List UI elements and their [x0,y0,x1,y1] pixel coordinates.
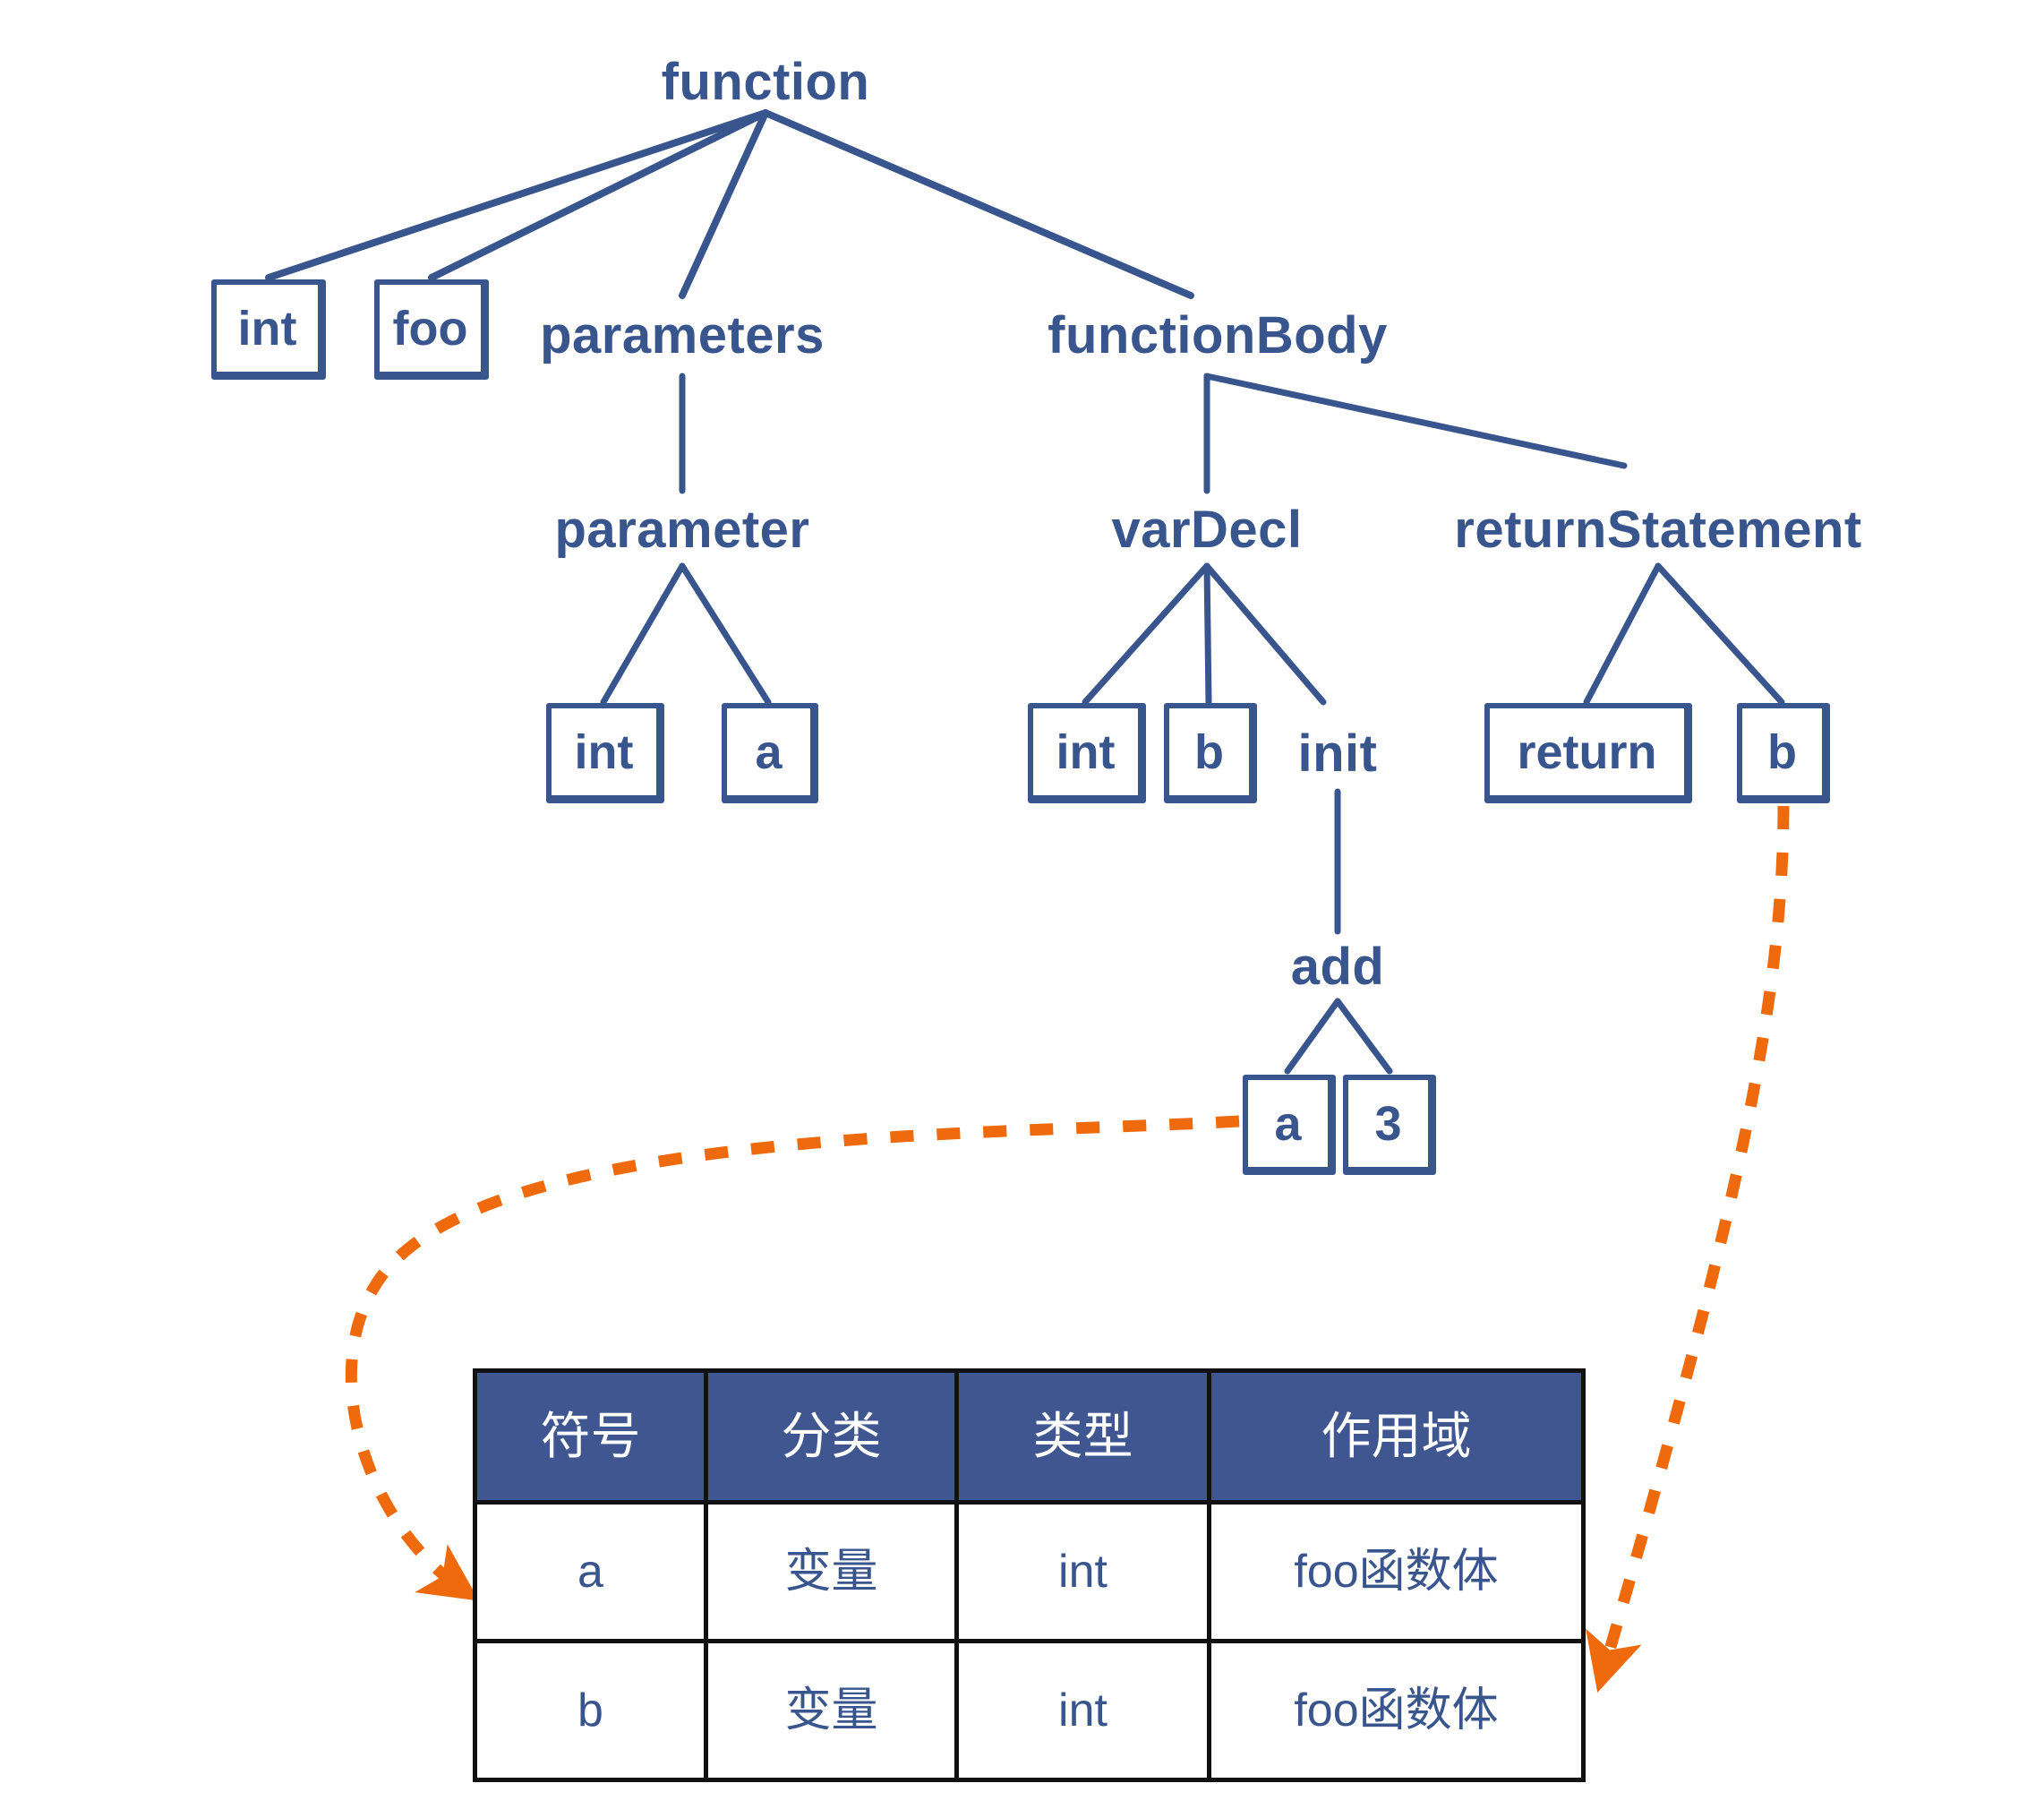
token-box-foo[interactable]: foo [374,279,489,380]
cell-category: 变量 [704,1639,959,1782]
column-header-type: 类型 [954,1368,1211,1505]
token-box-add-a[interactable]: a [1243,1075,1336,1175]
column-header-category: 分类 [704,1368,959,1505]
token-box-param-a[interactable]: a [722,703,818,803]
tree-edge-group [265,109,1194,299]
cell-symbol: b [473,1639,708,1782]
tree-node-add[interactable]: add [1290,938,1385,996]
cell-symbol: a [473,1500,708,1643]
symbol-table-row-b[interactable]: b 变量 int foo函数体 [473,1639,1586,1782]
reference-arrow-b [1586,805,1790,1693]
tree-edge-group-3 [600,562,1785,1075]
cell-type: int [954,1500,1211,1643]
token-box-add-3[interactable]: 3 [1343,1075,1436,1175]
symbol-table: 符号 分类 类型 作用域 a 变量 int foo函数体 b 变量 int fo… [473,1368,1586,1782]
token-box-var-b[interactable]: b [1164,703,1257,803]
tree-node-parameter[interactable]: parameter [554,501,810,559]
column-header-scope: 作用域 [1207,1368,1586,1505]
token-box-int-type[interactable]: int [211,279,326,380]
cell-scope: foo函数体 [1207,1639,1586,1782]
tree-edge-group-2 [679,373,1628,494]
tree-node-var-decl[interactable]: varDecl [1111,501,1303,559]
cell-type: int [954,1639,1211,1782]
column-header-symbol: 符号 [473,1368,708,1505]
token-box-param-int[interactable]: int [546,703,664,803]
tree-node-function-body[interactable]: functionBody [1048,306,1388,364]
tree-node-parameters[interactable]: parameters [540,306,825,364]
token-box-return[interactable]: return [1484,703,1692,803]
token-box-return-b[interactable]: b [1737,703,1830,803]
tree-node-function[interactable]: function [661,53,870,111]
symbol-table-header-row: 符号 分类 类型 作用域 [473,1368,1586,1505]
tree-node-return-statement[interactable]: returnStatement [1454,501,1862,559]
tree-node-init[interactable]: init [1297,724,1378,783]
cell-scope: foo函数体 [1207,1500,1586,1643]
symbol-table-row-a[interactable]: a 变量 int foo函数体 [473,1500,1586,1643]
cell-category: 变量 [704,1500,959,1643]
token-box-var-int[interactable]: int [1028,703,1146,803]
